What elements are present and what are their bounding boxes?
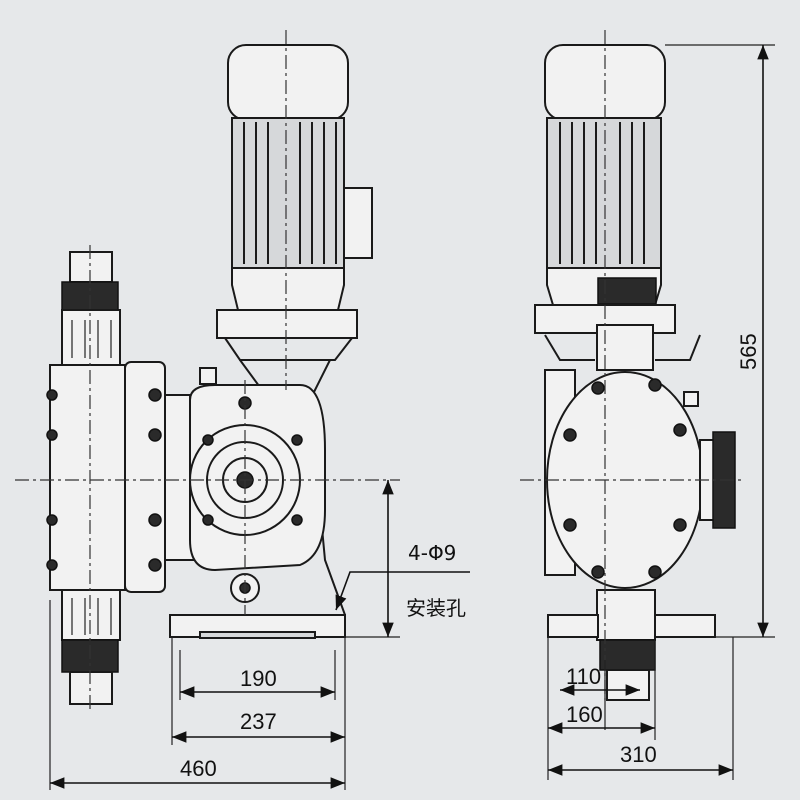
housing-top-side: [544, 334, 701, 361]
mount-leader: [335, 571, 470, 611]
motor-flange: [231, 267, 345, 311]
gear-housing-top: [224, 337, 353, 361]
base-plate-side-left: [547, 614, 599, 638]
front-view: [15, 30, 400, 710]
gear-housing: [189, 384, 326, 603]
dim-460: 460: [180, 756, 217, 781]
dimensions: 190 237 460 4-Φ9 安装孔 565 110 160 310: [49, 44, 775, 790]
mount-holes-spec: 4-Φ9: [408, 541, 456, 565]
base-plate-side-right: [654, 614, 716, 638]
vent-plug: [199, 367, 217, 385]
dim-190: 190: [240, 666, 277, 691]
motor-cap: [227, 44, 349, 121]
left-pump-head: [46, 251, 166, 705]
outlet-nozzle-side: [606, 669, 650, 701]
lower-valve-side: [599, 639, 656, 671]
dim-565: 565: [736, 333, 761, 370]
mount-holes-label: 安装孔: [406, 596, 466, 620]
pump-head-disc: [544, 369, 704, 589]
base-foot: [199, 631, 316, 639]
top-valve-side: [597, 277, 657, 305]
dim-237: 237: [240, 709, 277, 734]
motor-body-side: [546, 117, 662, 269]
dim-310: 310: [620, 742, 657, 767]
terminal-box: [343, 187, 373, 259]
adapter-plate: [216, 309, 358, 339]
dim-160: 160: [566, 702, 603, 727]
upper-valve-body: [596, 324, 654, 371]
lower-valve-body: [596, 589, 656, 641]
motor-body: [231, 117, 345, 269]
side-view: [520, 30, 745, 701]
dim-110: 110: [566, 664, 601, 689]
